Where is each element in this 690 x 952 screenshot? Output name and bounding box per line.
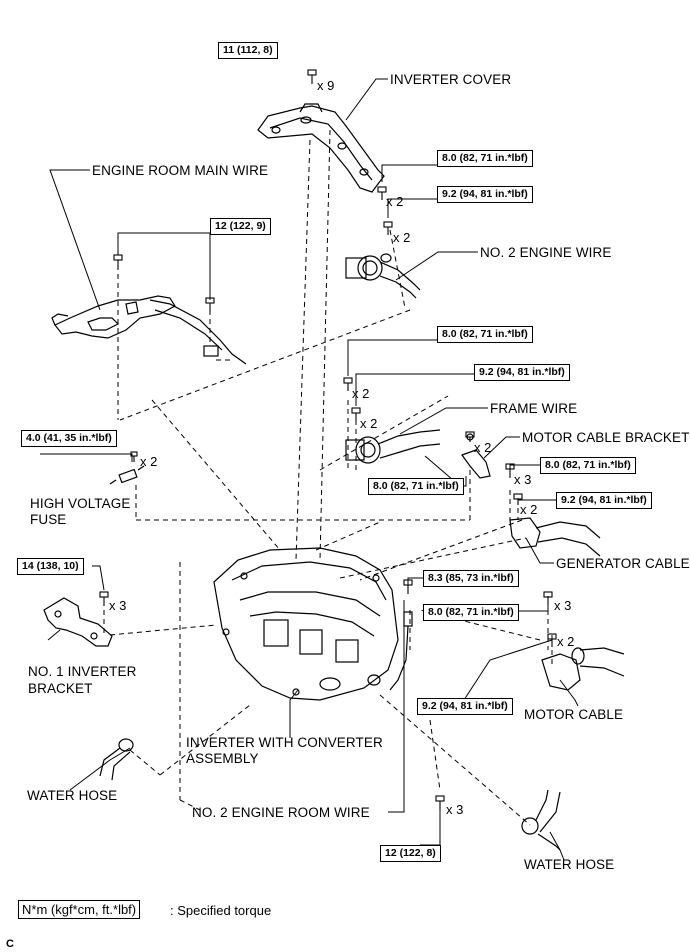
torque-spec-engine-room-main-wire: 12 (122, 9) bbox=[210, 218, 271, 235]
alignment-lines bbox=[103, 129, 553, 830]
torque-spec-inverter-assembly: 8.3 (85, 73 in.*lbf) bbox=[423, 570, 519, 587]
bolt-count-d: x 2 bbox=[360, 416, 378, 431]
label-no2-engine-room-wire: NO. 2 ENGINE ROOM WIRE bbox=[192, 805, 370, 820]
torque-spec-no2-engine-room-wire: 12 (122, 8) bbox=[380, 845, 441, 862]
label-frame-wire: FRAME WIRE bbox=[490, 401, 578, 416]
water-hose-left-part bbox=[99, 738, 134, 781]
label-inverter-cover: INVERTER COVER bbox=[390, 72, 512, 87]
torque-spec-high-voltage-fuse: 4.0 (41, 35 in.*lbf) bbox=[21, 430, 117, 447]
label-water-hose-right: WATER HOSE bbox=[524, 857, 615, 872]
bolt-count-h: x 3 bbox=[554, 598, 572, 613]
bolt-count-b: x 2 bbox=[393, 230, 411, 245]
label-no1-inverter-bracket-line1: NO. 1 INVERTER bbox=[28, 664, 137, 679]
bolt-count-g: x 2 bbox=[520, 502, 538, 517]
torque-spec-frame-wire-b: 9.2 (94, 81 in.*lbf) bbox=[474, 364, 570, 381]
engine-room-main-wire-part bbox=[51, 295, 247, 365]
label-high-voltage-fuse-line1: HIGH VOLTAGE bbox=[30, 496, 131, 511]
figure-code: C bbox=[6, 938, 14, 950]
bolt-count-j: x 3 bbox=[446, 802, 464, 817]
generator-cable-part bbox=[509, 517, 601, 557]
torque-spec-motor-cable-a: 8.0 (82, 71 in.*lbf) bbox=[423, 604, 519, 621]
no2-engine-wire-part bbox=[345, 253, 421, 299]
bolt-count-inverter-cover: x 9 bbox=[317, 78, 335, 93]
motor-cable-part bbox=[541, 647, 625, 691]
inverter-cover-part bbox=[257, 103, 385, 193]
bolts bbox=[99, 69, 557, 810]
bolt-count-bracket: x 3 bbox=[109, 598, 127, 613]
label-water-hose-left: WATER HOSE bbox=[27, 788, 118, 803]
inverter-assembly-part bbox=[213, 547, 399, 701]
torque-spec-frame-wire-c: 8.0 (82, 71 in.*lbf) bbox=[368, 478, 464, 495]
torque-spec-no1-inverter-bracket: 14 (138, 10) bbox=[17, 558, 84, 575]
bolt-count-e: x 2 bbox=[474, 440, 492, 455]
label-engine-room-main-wire: ENGINE ROOM MAIN WIRE bbox=[92, 163, 269, 178]
label-generator-cable: GENERATOR CABLE bbox=[556, 556, 690, 571]
no2-engine-room-wire-part bbox=[389, 611, 413, 691]
bolt-count-f: x 3 bbox=[514, 472, 532, 487]
torque-spec-generator-cable: 9.2 (94, 81 in.*lbf) bbox=[556, 492, 652, 509]
label-high-voltage-fuse-line2: FUSE bbox=[30, 512, 67, 527]
frame-wire-part bbox=[345, 429, 441, 464]
torque-spec-inverter-cover: 11 (112, 8) bbox=[218, 42, 278, 59]
torque-spec-motor-cable-b: 9.2 (94, 81 in.*lbf) bbox=[417, 698, 513, 715]
bolt-count-a: x 2 bbox=[386, 194, 404, 209]
legend-torque-unit-box: N*m (kgf*cm, ft.*lbf) bbox=[18, 900, 141, 919]
label-motor-cable: MOTOR CABLE bbox=[524, 707, 624, 722]
no1-inverter-bracket-part bbox=[43, 597, 113, 647]
torque-spec-motor-cable-bracket: 8.0 (82, 71 in.*lbf) bbox=[540, 457, 636, 474]
label-motor-cable-bracket: MOTOR CABLE BRACKET bbox=[522, 430, 690, 445]
torque-spec-no2-engine-wire-a: 8.0 (82, 71 in.*lbf) bbox=[437, 150, 533, 167]
label-no2-engine-wire: NO. 2 ENGINE WIRE bbox=[480, 245, 612, 260]
torque-spec-no2-engine-wire-b: 9.2 (94, 81 in.*lbf) bbox=[437, 186, 533, 203]
bolt-count-fuse: x 2 bbox=[140, 454, 158, 469]
label-inverter-assembly-line1: INVERTER WITH CONVERTER bbox=[186, 735, 383, 750]
water-hose-right-part bbox=[521, 789, 561, 851]
bolt-count-i: x 2 bbox=[557, 634, 575, 649]
legend-torque-text: : Specified torque bbox=[170, 903, 272, 918]
torque-spec-frame-wire-a: 8.0 (82, 71 in.*lbf) bbox=[437, 326, 533, 343]
bolt-count-c: x 2 bbox=[352, 386, 370, 401]
high-voltage-fuse-part bbox=[109, 465, 145, 485]
label-no1-inverter-bracket-line2: BRACKET bbox=[28, 681, 93, 696]
label-inverter-assembly-line2: ASSEMBLY bbox=[186, 751, 259, 766]
